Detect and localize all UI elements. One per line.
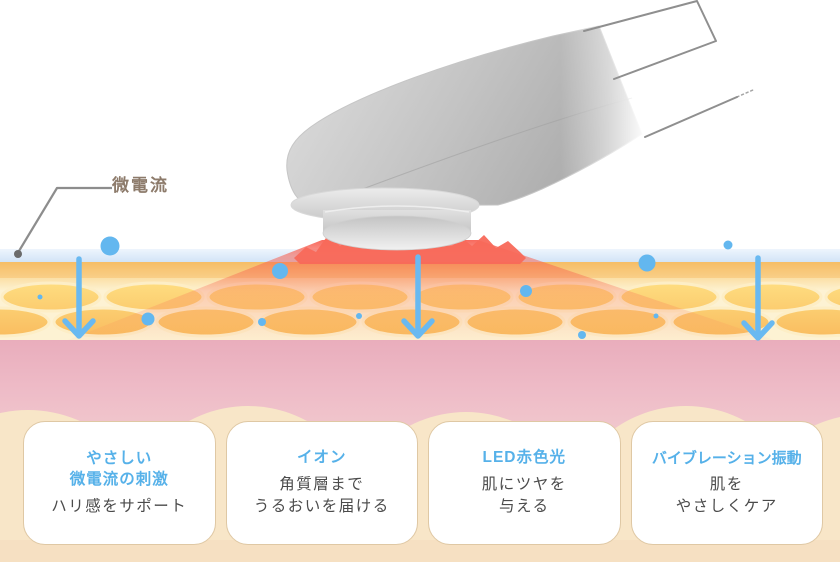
dot-icon bbox=[37, 294, 43, 300]
card-heading: やさしい 微電流の刺激 bbox=[70, 449, 169, 491]
card-body-line: うるおいを届ける bbox=[253, 497, 390, 515]
dot-icon bbox=[653, 313, 659, 319]
card-body-line: 肌を bbox=[709, 475, 744, 493]
card-body: 肌にツヤを 与える bbox=[482, 474, 567, 517]
dot-icon bbox=[520, 285, 532, 297]
leader-dot bbox=[14, 250, 22, 258]
down-arrow-icon bbox=[741, 255, 775, 341]
moisture-dots bbox=[37, 236, 733, 339]
card-body: 肌を やさしくケア bbox=[676, 474, 778, 517]
feature-cards: やさしい 微電流の刺激 ハリ感をサポート イオン 角質層まで うるおいを届ける … bbox=[23, 421, 823, 545]
device-torn-edge-fade bbox=[520, 8, 700, 205]
microcurrent-leader-line bbox=[14, 186, 112, 258]
dot-icon bbox=[356, 313, 362, 319]
card-heading-line: LED赤色光 bbox=[482, 449, 566, 467]
dot-icon bbox=[272, 263, 288, 279]
feature-card-microcurrent: やさしい 微電流の刺激 ハリ感をサポート bbox=[23, 421, 216, 545]
card-heading: LED赤色光 bbox=[482, 448, 566, 469]
card-heading-line: やさしい bbox=[86, 449, 153, 467]
penetration-arrows bbox=[62, 254, 775, 341]
card-body-line: ハリ感をサポート bbox=[51, 497, 188, 515]
dot-icon bbox=[258, 318, 266, 326]
down-arrow-icon bbox=[401, 254, 435, 339]
zigzag-break-icon bbox=[583, 0, 754, 138]
subcutis-base bbox=[0, 540, 840, 562]
card-body-line: 角質層まで bbox=[279, 476, 365, 494]
microcurrent-label: 微電流 bbox=[112, 176, 169, 195]
dot-icon bbox=[141, 312, 155, 326]
card-heading: イオン bbox=[297, 448, 347, 469]
dot-icon bbox=[100, 236, 120, 256]
card-body-line: 与える bbox=[498, 497, 550, 515]
feature-card-ion: イオン 角質層まで うるおいを届ける bbox=[225, 421, 418, 545]
led-light-cone bbox=[50, 240, 795, 347]
card-heading-line: 微電流の刺激 bbox=[69, 470, 169, 488]
card-body-line: やさしくケア bbox=[675, 497, 778, 515]
card-heading: バイブレーション振動 bbox=[652, 449, 802, 469]
feature-card-led: LED赤色光 肌にツヤを 与える bbox=[428, 421, 621, 545]
beauty-device bbox=[286, 8, 700, 251]
dot-icon bbox=[723, 240, 733, 250]
feature-card-vibration: バイブレーション振動 肌を やさしくケア bbox=[630, 421, 823, 545]
card-heading-line: バイブレーション振動 bbox=[651, 449, 802, 467]
device-highlight bbox=[324, 205, 470, 213]
card-body-line: 肌にツヤを bbox=[481, 476, 567, 494]
card-body: ハリ感をサポート bbox=[51, 496, 187, 518]
card-body: 角質層まで うるおいを届ける bbox=[254, 474, 390, 517]
dot-icon bbox=[638, 254, 656, 272]
card-heading-line: イオン bbox=[296, 449, 347, 467]
dot-icon bbox=[578, 331, 586, 339]
device-contact-plate bbox=[322, 215, 472, 251]
down-arrow-icon bbox=[62, 256, 96, 339]
